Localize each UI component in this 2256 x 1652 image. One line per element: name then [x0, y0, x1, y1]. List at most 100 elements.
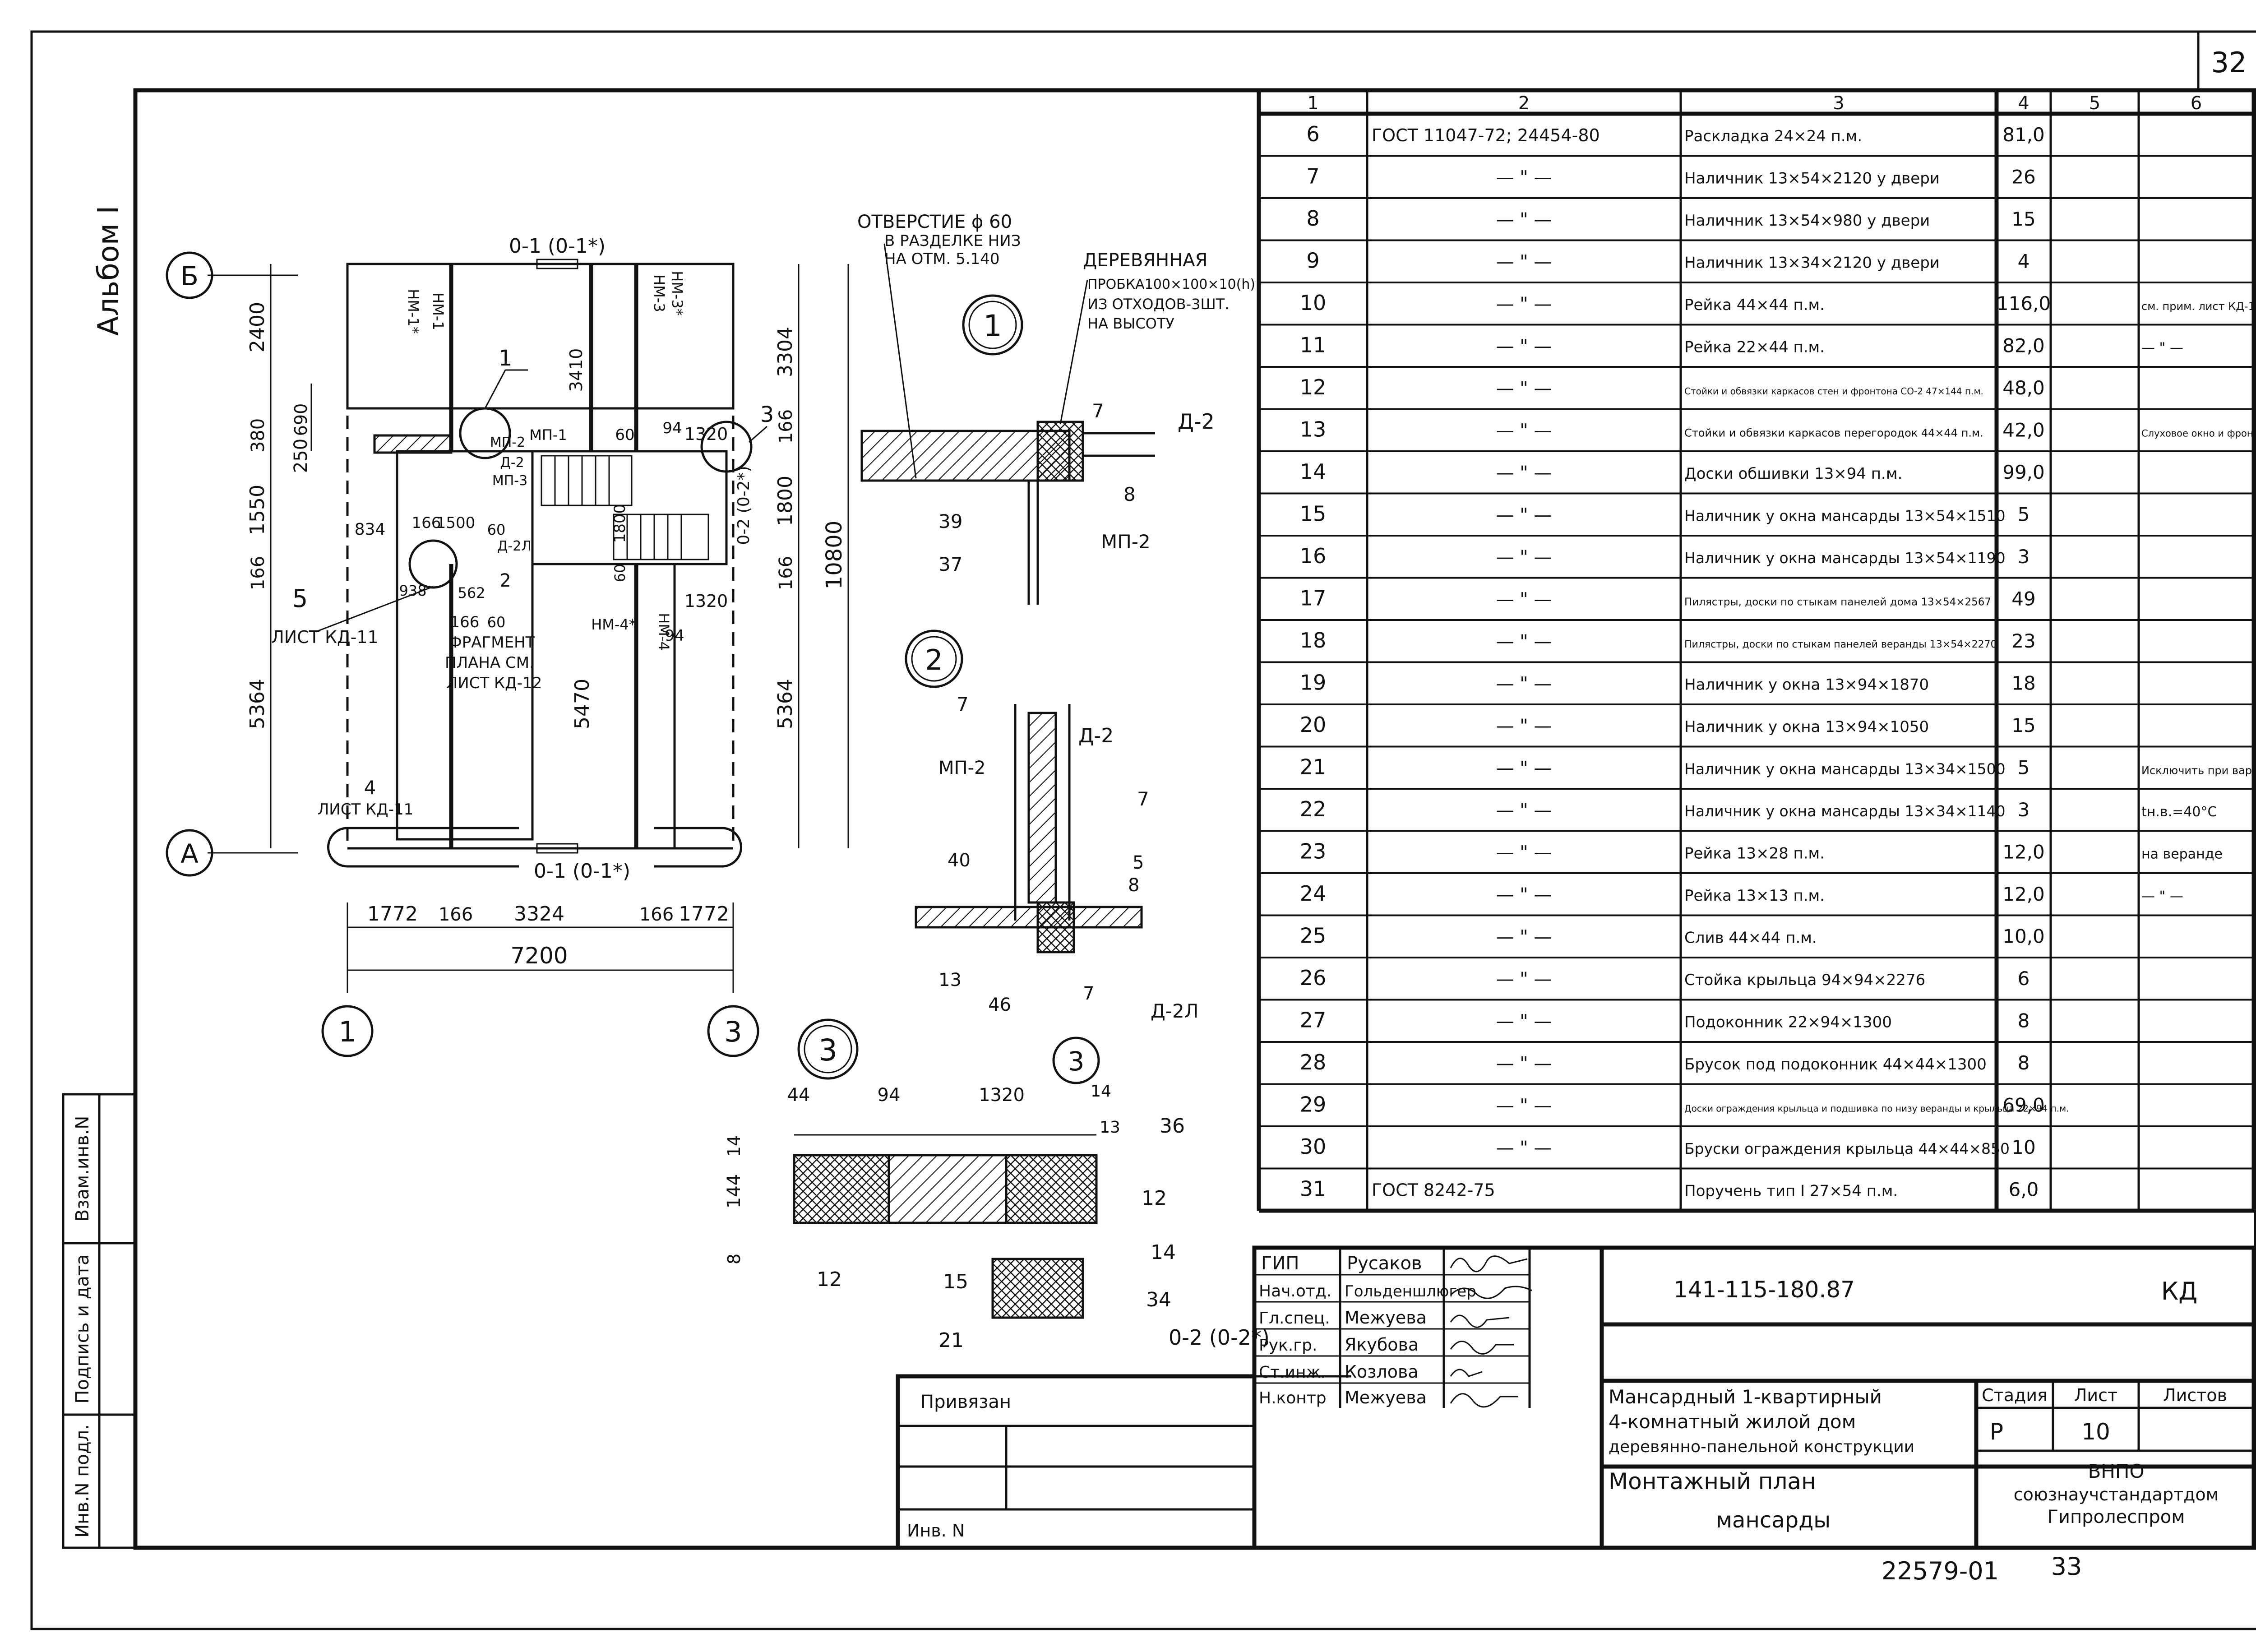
spec-pos: 12	[1300, 375, 1327, 399]
spec-doc: — " —	[1496, 251, 1552, 272]
detail2-ref-8: 46	[988, 995, 1011, 1015]
spec-doc: — " —	[1496, 547, 1552, 568]
spec-name: Стойки и обвязки каркасов стен и фронтон…	[1684, 386, 1983, 397]
leader-1	[484, 370, 506, 409]
dim-inner-94a: 94	[662, 419, 682, 437]
dim-inner-1800: 1800	[611, 504, 629, 543]
detail1-beam	[860, 430, 1071, 482]
plan-callout-5: 5	[292, 584, 308, 613]
detail2-corner	[1036, 901, 1075, 953]
spec-name: Наличник у окна мансарды 13×34×1500	[1684, 760, 2006, 777]
role-name-5: Межуева	[1345, 1388, 1427, 1407]
spec-pos: 30	[1300, 1134, 1327, 1159]
spec-doc: — " —	[1496, 167, 1552, 188]
spec-pos: 7	[1306, 164, 1319, 188]
detail3-ref-4: 15	[943, 1270, 968, 1293]
plan-sheet-kd11: ЛИСТ КД-11	[271, 627, 379, 647]
spec-name: Наличник у окна 13×94×1050	[1684, 718, 1929, 736]
spec-pos: 6	[1306, 122, 1319, 146]
spec-qty: 42,0	[2002, 419, 2045, 441]
spec-doc: — " —	[1496, 336, 1552, 356]
role-name-0: Русаков	[1347, 1253, 1422, 1274]
spec-name: Доски ограждения крыльца и подшивка по н…	[1684, 1103, 2069, 1114]
spec-name: Поручень тип I 27×54 п.м.	[1684, 1182, 1898, 1200]
spec-doc: — " —	[1496, 969, 1552, 990]
page-number-box	[2197, 30, 2256, 92]
detail1-num: 1	[983, 309, 1002, 343]
detail3-wall-left	[793, 1154, 890, 1224]
section-right: 0-2 (0-2*)	[735, 466, 753, 545]
plan-hatched-strip	[373, 434, 453, 454]
detail1-num-circle-inner	[968, 301, 1017, 349]
role-1: Нач.отд.	[1259, 1282, 1331, 1300]
spec-header-1: 1	[1307, 93, 1318, 114]
signature-2	[1450, 1314, 1510, 1328]
axis-b-label: Б	[180, 261, 199, 292]
dim-bottom-4: 1772	[679, 902, 729, 925]
spec-doc: — " —	[1496, 631, 1552, 652]
detail2-ref-3: 7	[1137, 788, 1149, 810]
dim-inner-60d: 60	[611, 564, 629, 583]
dim-left-0: 2400	[246, 302, 269, 352]
axis-3-circle	[707, 1005, 759, 1057]
spec-qty: 6	[2018, 967, 2030, 990]
detail3-ref-0: 36	[1160, 1115, 1185, 1138]
plan-fragment-3: ЛИСТ КД-12	[446, 674, 542, 692]
spec-qty: 6,0	[2009, 1178, 2039, 1200]
plan-mark-nm1: НМ-1	[430, 292, 447, 330]
side-vzam: Взам.инв.N	[72, 1116, 93, 1222]
detail3-ref-5: 34	[1146, 1288, 1171, 1311]
spec-doc: — " —	[1496, 463, 1552, 483]
dim-left-1: 380	[248, 418, 268, 453]
detail2-ref-9: 7	[1083, 983, 1094, 1004]
org-3: Гипролеспром	[2048, 1507, 2185, 1527]
detail3-num-circle-inner	[804, 1025, 852, 1074]
privyazan-box	[896, 1374, 1257, 1550]
dim-inner-3410: 3410	[566, 348, 586, 392]
detail1-num-circle	[962, 294, 1023, 356]
stage-header: Стадия	[1982, 1385, 2048, 1405]
spec-doc: ГОСТ 8242-75	[1372, 1180, 1495, 1200]
spec-pos: 15	[1300, 501, 1327, 526]
dim-inner-94b: 94	[665, 627, 684, 645]
side-podpis: Подпись и дата	[72, 1254, 93, 1403]
detail1-note2: В РАЗДЕЛКЕ НИЗ	[884, 232, 1021, 250]
spec-pos: 10	[1300, 291, 1327, 315]
detail2-ref-5: 8	[1128, 875, 1139, 896]
spec-doc: — " —	[1496, 884, 1552, 905]
plan-window-top	[536, 259, 578, 269]
detail1-ref-5: МП-2	[1101, 531, 1151, 553]
role-name-2: Межуева	[1345, 1308, 1427, 1328]
plan-mark-nm3: НМ-3	[651, 274, 668, 312]
detail3-dim-7: 8	[724, 1254, 744, 1264]
detail3-num-circle	[797, 1018, 859, 1080]
footer-code: 22579-01	[1882, 1557, 1999, 1585]
dim-right-3: 166	[776, 556, 796, 590]
role-4: Ст.инж.	[1259, 1363, 1326, 1382]
spec-qty: 116,0	[1997, 292, 2051, 315]
spec-pos: 18	[1300, 628, 1327, 652]
role-name-4: Козлова	[1345, 1362, 1419, 1382]
spec-name: Рейка 44×44 п.м.	[1684, 296, 1825, 314]
sheet-title1: Монтажный план	[1609, 1468, 1816, 1495]
dim-left-inner: 690	[291, 403, 311, 436]
detail3-ref-1: 12	[1142, 1187, 1167, 1210]
detail-1: 1 ОТВЕРСТИЕ ϕ 60 В РАЗДЕЛКЕ НИЗ НА ОТМ. …	[857, 212, 1255, 605]
detail1-note6: ИЗ ОТХОДОВ-3ШТ.	[1087, 296, 1229, 313]
section-bottom: 0-1 (0-1*)	[534, 860, 630, 883]
spec-doc: ГОСТ 11047-72; 24454-80	[1372, 125, 1600, 145]
spec-header-4: 4	[2018, 93, 2029, 114]
spec-name: Бруски ограждения крыльца 44×44×850	[1684, 1140, 2010, 1157]
axis-a-circle	[166, 829, 213, 877]
axis-1-circle	[321, 1005, 374, 1057]
spec-pos: 28	[1300, 1050, 1327, 1074]
spec-pos: 24	[1300, 881, 1327, 906]
spec-name: Наличник у окна 13×94×1870	[1684, 676, 1929, 694]
detail2-num-circle	[905, 629, 963, 688]
spec-doc: — " —	[1496, 1011, 1552, 1032]
org-2: союзнаучстандартдом	[2014, 1485, 2219, 1504]
spec-qty: 3	[2018, 799, 2030, 821]
spec-pos: 27	[1300, 1008, 1327, 1032]
spec-doc: — " —	[1496, 504, 1552, 525]
